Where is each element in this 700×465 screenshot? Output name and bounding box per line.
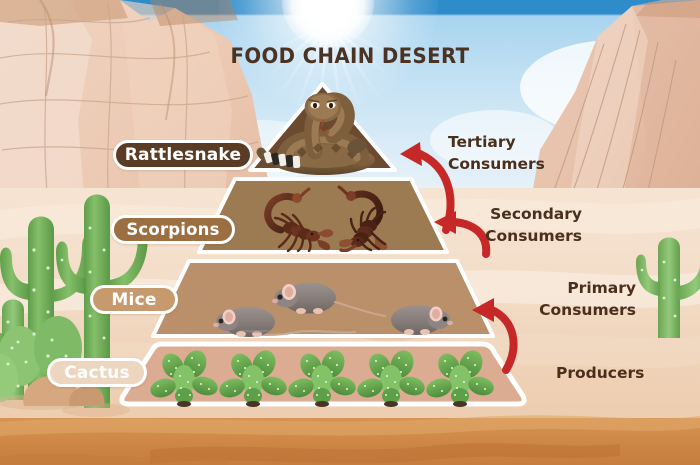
level-label-tertiary-line2: Consumers [448,155,545,173]
level-label-secondary-line2: Consumers [485,227,582,245]
mouse-icon-2 [272,282,386,317]
rattlesnake-icon [256,92,375,175]
scorpion-icon-2 [337,185,388,252]
label-pill-cactus[interactable]: Cactus [47,358,147,387]
food-pyramid [119,82,527,407]
level-label-primary-line2: Consumers [539,301,636,319]
mouse-icon-1 [213,307,356,337]
level-label-tertiary: Tertiary Consumers [448,131,545,175]
saguaro-cactus-right [636,237,700,338]
scorpion-icon-1 [264,187,334,252]
level-label-producers-line1: Producers [556,364,645,382]
level-label-producers: Producers [556,362,644,384]
level-label-tertiary-line1: Tertiary [448,133,516,151]
arrow-primary-to-secondary [434,211,491,258]
level-label-primary: Primary Consumers [528,277,636,321]
label-pill-mice-text: Mice [111,289,157,310]
label-pill-rattlesnake-text: Rattlesnake [124,145,242,165]
label-pill-mice[interactable]: Mice [90,285,178,314]
cactus-group [149,348,496,407]
label-pill-rattlesnake[interactable]: Rattlesnake [113,140,253,170]
mouse-icon-3 [391,305,453,335]
page-title: FOOD CHAIN DESERT [230,44,470,68]
level-label-secondary: Secondary Consumers [474,203,582,247]
level-label-primary-line1: Primary [567,279,636,297]
mouse-group [213,282,453,337]
level-label-secondary-line1: Secondary [490,205,582,223]
label-pill-scorpions-text: Scorpions [126,220,220,239]
arrow-producers-to-primary [472,298,518,374]
ground-lower-texture [0,415,700,465]
label-pill-scorpions[interactable]: Scorpions [111,215,235,244]
label-pill-cactus-text: Cactus [64,362,130,383]
